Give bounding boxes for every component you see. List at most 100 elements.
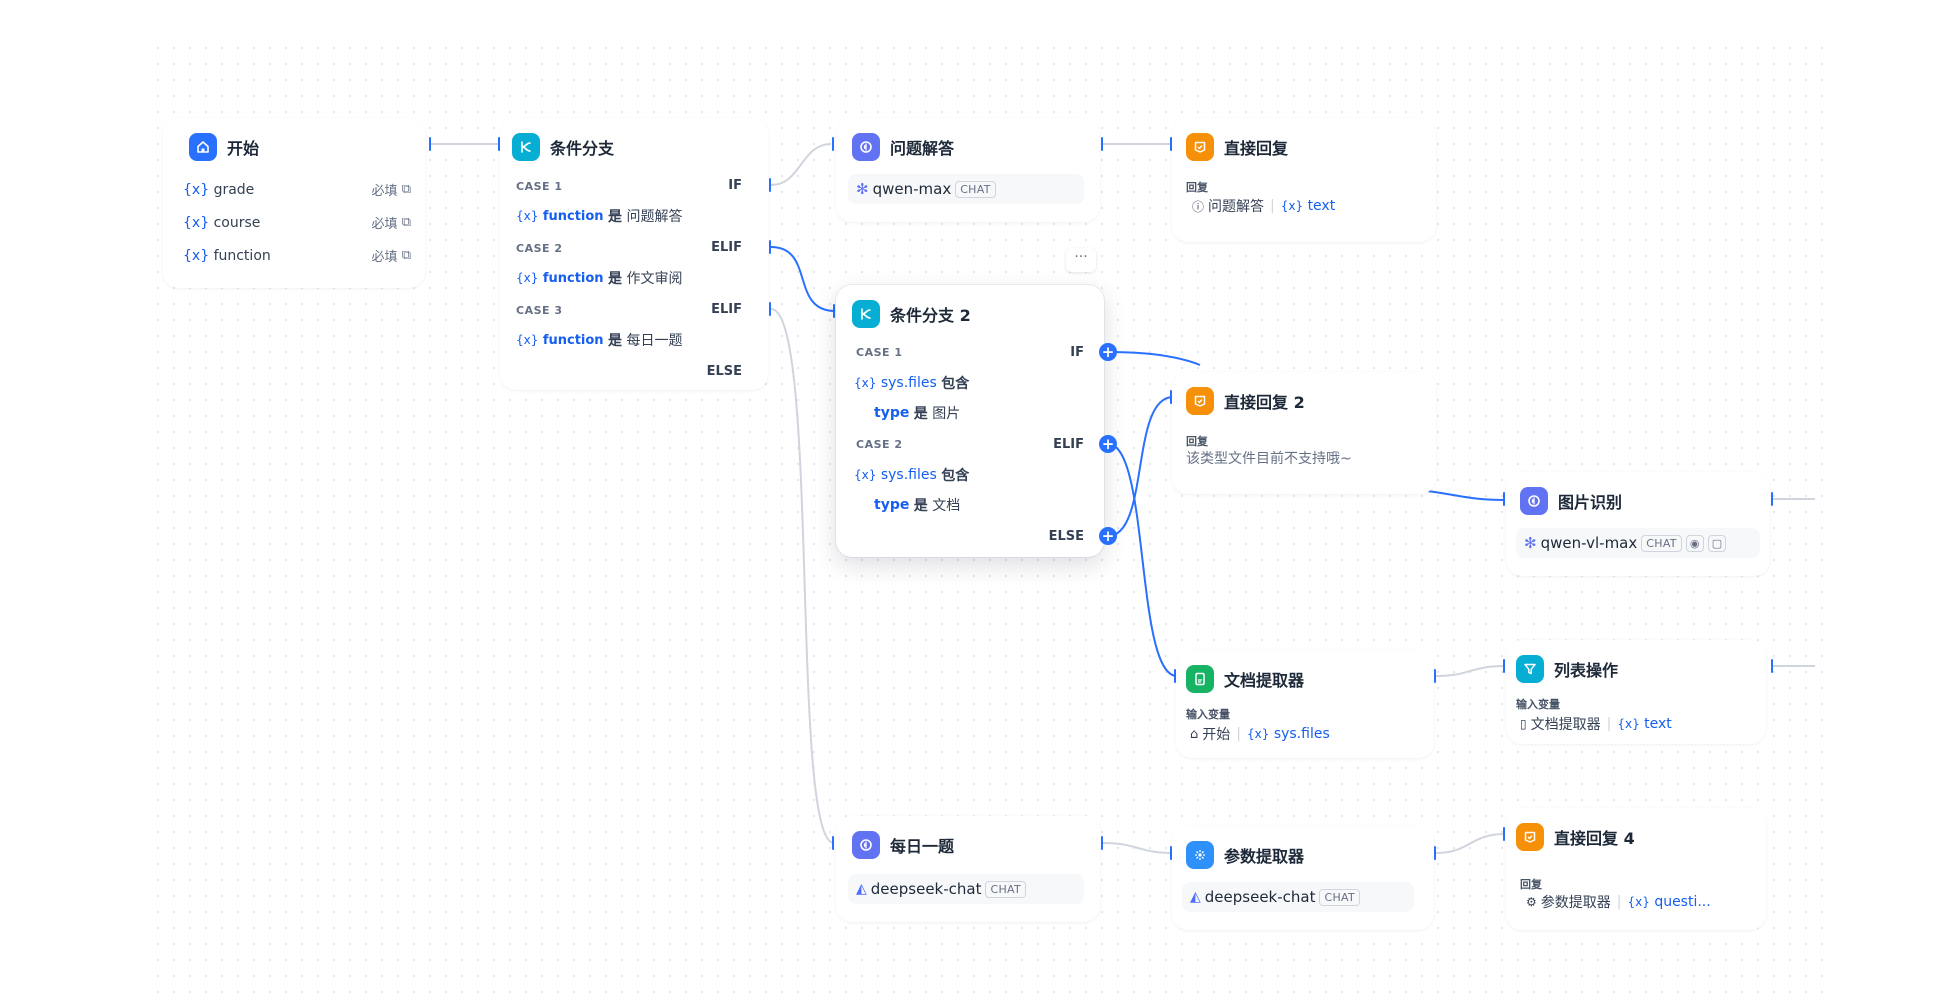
- reply-label: 回复: [1186, 435, 1208, 448]
- copy-icon: ⧉: [401, 215, 411, 230]
- start-node[interactable]: 开始 {x} grade 必填 ⧉ {x} course 必填 ⧉ {x} fu…: [163, 118, 425, 288]
- variable-icon: {x}: [854, 376, 877, 390]
- param-input-handle[interactable]: [1170, 846, 1172, 860]
- home-icon: ⌂: [1190, 726, 1199, 742]
- reply4-input-handle[interactable]: [1503, 827, 1505, 841]
- doc-input-handle[interactable]: [1174, 669, 1176, 683]
- case-condition[interactable]: {x} function 是 作文审阅: [516, 270, 683, 288]
- branch1-node[interactable]: 条件分支 CASE 1 IF {x} function 是 问题解答 CASE …: [500, 118, 768, 390]
- start-var-grade[interactable]: {x} grade 必填 ⧉: [183, 181, 411, 200]
- branch1-if-handle[interactable]: [769, 178, 771, 192]
- reply-content[interactable]: 该类型文件目前不支持哦~: [1186, 451, 1352, 467]
- reply2-input-handle[interactable]: [1170, 390, 1172, 404]
- qa-output-handle[interactable]: [1101, 137, 1103, 151]
- variable-icon: {x}: [516, 209, 539, 223]
- variable-icon: {x}: [1627, 895, 1650, 909]
- qa-input-handle[interactable]: [832, 137, 834, 151]
- model-type-tag: CHAT: [955, 180, 996, 198]
- node-title: 每日一题: [890, 837, 955, 856]
- case-label: CASE 1: [516, 180, 563, 193]
- node-title: 列表操作: [1554, 661, 1619, 680]
- branch1-elif2-handle[interactable]: [769, 302, 771, 316]
- model-selector[interactable]: ✻ qwen-max CHAT: [848, 174, 1084, 204]
- case-sub-condition[interactable]: type 是 文档: [874, 497, 961, 514]
- daily-output-handle[interactable]: [1101, 836, 1103, 850]
- reply4-node[interactable]: 直接回复 4 回复 ⚙ 参数提取器 | {x} questi...: [1506, 808, 1766, 930]
- list-input-handle[interactable]: [1503, 659, 1505, 673]
- start-var-function[interactable]: {x} function 必填 ⧉: [183, 247, 411, 266]
- case-sub-condition[interactable]: type 是 图片: [874, 405, 961, 422]
- branch1-input-handle[interactable]: [498, 137, 500, 151]
- branch2-else-add-button[interactable]: +: [1099, 527, 1117, 545]
- branch2-input-handle[interactable]: [833, 304, 835, 318]
- case-condition[interactable]: {x} sys.files 包含: [854, 467, 970, 484]
- case-label: CASE 2: [516, 242, 563, 255]
- variable-icon: {x}: [516, 333, 539, 347]
- model-type-tag: CHAT: [1641, 534, 1682, 552]
- image-llm-node[interactable]: 图片识别 ✻ qwen-vl-max CHAT ◉ ▢: [1506, 472, 1770, 576]
- branch-icon: [512, 133, 540, 161]
- image-input-handle[interactable]: [1503, 492, 1505, 506]
- reply-content[interactable]: ⓘ 问题解答 | {x} text: [1192, 198, 1336, 215]
- node-title: 直接回复 2: [1224, 393, 1305, 412]
- branch-label-if: IF: [728, 178, 742, 193]
- branch-label-else: ELSE: [1048, 529, 1084, 544]
- copy-icon: ⧉: [401, 182, 411, 197]
- vision-icon: ◉: [1685, 534, 1704, 552]
- document-icon: [1186, 665, 1214, 693]
- parameter-icon: ⚙: [1526, 895, 1537, 909]
- input-variable-label: 输入变量: [1186, 708, 1230, 721]
- model-selector[interactable]: ✻ qwen-vl-max CHAT ◉ ▢: [1516, 528, 1760, 558]
- doc-output-handle[interactable]: [1434, 669, 1436, 683]
- brain-icon: [1520, 487, 1548, 515]
- deepseek-logo-icon: ◭: [856, 881, 867, 897]
- qa-llm-node[interactable]: 问题解答 ✻ qwen-max CHAT: [836, 118, 1100, 222]
- deepseek-logo-icon: ◭: [1190, 889, 1201, 905]
- node-title: 开始: [227, 139, 260, 158]
- start-var-course[interactable]: {x} course 必填 ⧉: [183, 214, 411, 233]
- node-title: 问题解答: [890, 139, 955, 158]
- variable-icon: {x}: [1617, 717, 1640, 731]
- case-condition[interactable]: {x} function 是 每日一题: [516, 332, 683, 350]
- input-variable-label: 输入变量: [1516, 698, 1560, 711]
- reply1-input-handle[interactable]: [1170, 137, 1172, 151]
- document-icon: ▢: [1707, 534, 1727, 552]
- start-output-handle[interactable]: [429, 137, 431, 151]
- brain-icon: [852, 133, 880, 161]
- case-label: CASE 2: [856, 438, 903, 451]
- reply2-node[interactable]: 直接回复 2 回复 该类型文件目前不支持哦~: [1172, 372, 1436, 494]
- branch1-elif-handle[interactable]: [769, 240, 771, 254]
- doc-extractor-node[interactable]: 文档提取器 输入变量 ⌂ 开始 | {x} sys.files: [1176, 650, 1434, 758]
- branch-label-else: ELSE: [706, 364, 742, 379]
- input-variable[interactable]: ▯ 文档提取器 | {x} text: [1520, 716, 1672, 733]
- image-output-handle[interactable]: [1771, 492, 1773, 506]
- reply-content[interactable]: ⚙ 参数提取器 | {x} questi...: [1526, 894, 1711, 911]
- branch-label-elif: ELIF: [711, 240, 742, 255]
- reply-label: 回复: [1186, 181, 1208, 194]
- model-type-tag: CHAT: [1319, 888, 1361, 906]
- variable-icon: {x}: [854, 468, 877, 482]
- variable-icon: {x}: [183, 214, 210, 231]
- branch2-elif-add-button[interactable]: +: [1099, 435, 1117, 453]
- list-output-handle[interactable]: [1771, 659, 1773, 673]
- daily-llm-node[interactable]: 每日一题 ◭ deepseek-chat CHAT: [836, 816, 1100, 922]
- reply1-node[interactable]: 直接回复 回复 ⓘ 问题解答 | {x} text: [1172, 118, 1436, 242]
- case-condition[interactable]: {x} sys.files 包含: [854, 375, 970, 392]
- branch2-node[interactable]: 条件分支 2 CASE 1 IF {x} sys.files 包含 type 是…: [836, 285, 1104, 557]
- branch2-if-add-button[interactable]: +: [1099, 343, 1117, 361]
- case-label: CASE 1: [856, 346, 903, 359]
- model-selector[interactable]: ◭ deepseek-chat CHAT: [848, 874, 1084, 904]
- param-extractor-node[interactable]: 参数提取器 ◭ deepseek-chat CHAT: [1172, 826, 1434, 930]
- model-type-tag: CHAT: [985, 880, 1027, 898]
- model-selector[interactable]: ◭ deepseek-chat CHAT: [1182, 882, 1414, 912]
- node-title: 文档提取器: [1224, 671, 1305, 690]
- more-options-button[interactable]: ···: [1066, 248, 1096, 272]
- param-output-handle[interactable]: [1434, 846, 1436, 860]
- variable-icon: {x}: [183, 181, 210, 198]
- case-condition[interactable]: {x} function 是 问题解答: [516, 208, 683, 226]
- reply-icon: [1516, 823, 1544, 851]
- node-title: 条件分支 2: [890, 306, 971, 325]
- daily-input-handle[interactable]: [832, 836, 834, 850]
- list-operation-node[interactable]: 列表操作 输入变量 ▯ 文档提取器 | {x} text: [1506, 640, 1766, 744]
- input-variable[interactable]: ⌂ 开始 | {x} sys.files: [1190, 726, 1330, 743]
